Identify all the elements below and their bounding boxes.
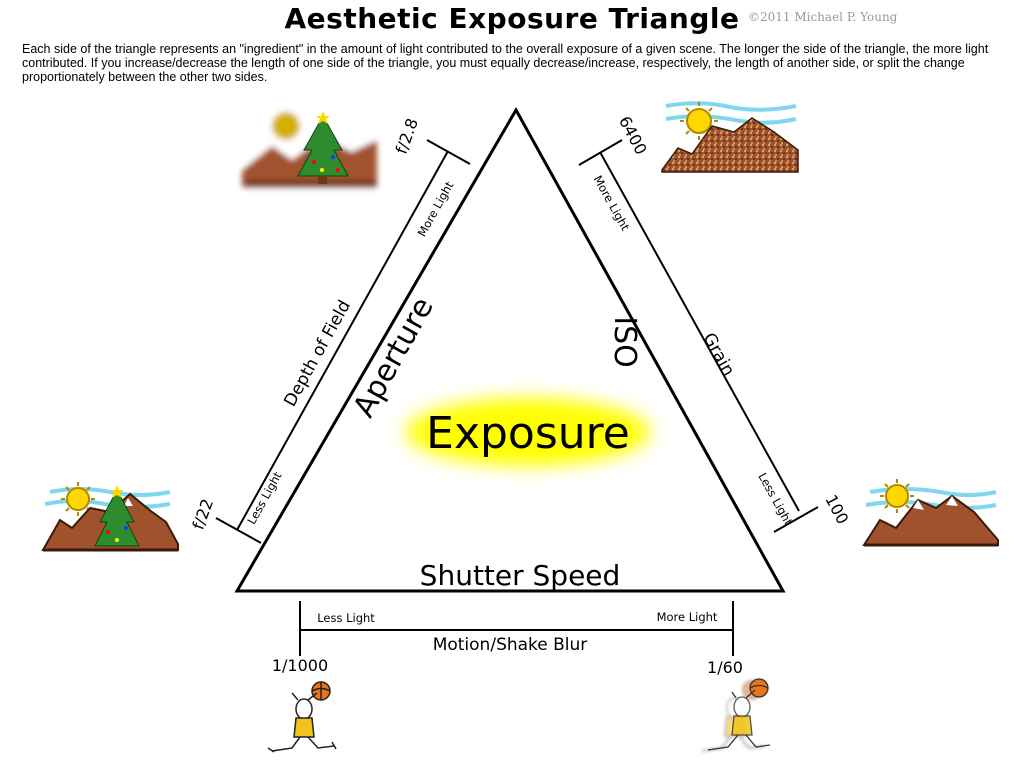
shutter-speed-label: Shutter Speed [420,559,621,592]
aperture-more-light: More Light [415,179,457,239]
aperture-depth-of-field: Depth of Field [280,297,355,410]
shutter-less-light: Less Light [317,611,375,625]
aperture-label: Aperture [347,292,441,424]
iso-more-light: More Light [591,173,633,233]
iso-scale-tick-bottom [773,506,819,533]
description-text: Each side of the triangle represents an … [22,42,989,84]
exposure-highlight [406,398,650,466]
triangle-outline [234,106,786,593]
aperture-scale-tick-top [426,139,471,165]
iso-scale-line [599,151,800,512]
clean-mountain-icon [862,479,999,547]
shutter-value-slow: 1/60 [707,658,743,677]
page-title: Aesthetic Exposure Triangle [284,2,740,35]
tree-in-focus-icon [297,111,349,184]
sharp-basketball-player-icon [267,681,337,753]
aperture-scale-line [236,150,449,531]
iso-scale-tick-top [578,139,623,166]
sharp-mountain-tree-icon [41,482,179,552]
iso-grain: Grain [698,330,738,380]
iso-value-high: 6400 [615,113,651,158]
aperture-value-narrow: f/22 [189,496,218,532]
exposure-label: Exposure [426,408,630,459]
grainy-mountain-icon [661,98,799,174]
shutter-value-fast: 1/1000 [272,656,328,675]
iso-value-low: 100 [821,491,852,527]
iso-less-light: Less Light [755,470,795,528]
aperture-scale-tick-bottom [215,517,262,544]
credit-text: ©2011 Michael P. Young [748,10,898,24]
iso-label: ISO [607,316,642,368]
shutter-motion-blur: Motion/Shake Blur [433,635,588,655]
shutter-more-light: More Light [657,610,718,624]
blurred-basketball-player-icon [701,678,771,752]
aperture-value-wide: f/2.8 [392,116,422,157]
